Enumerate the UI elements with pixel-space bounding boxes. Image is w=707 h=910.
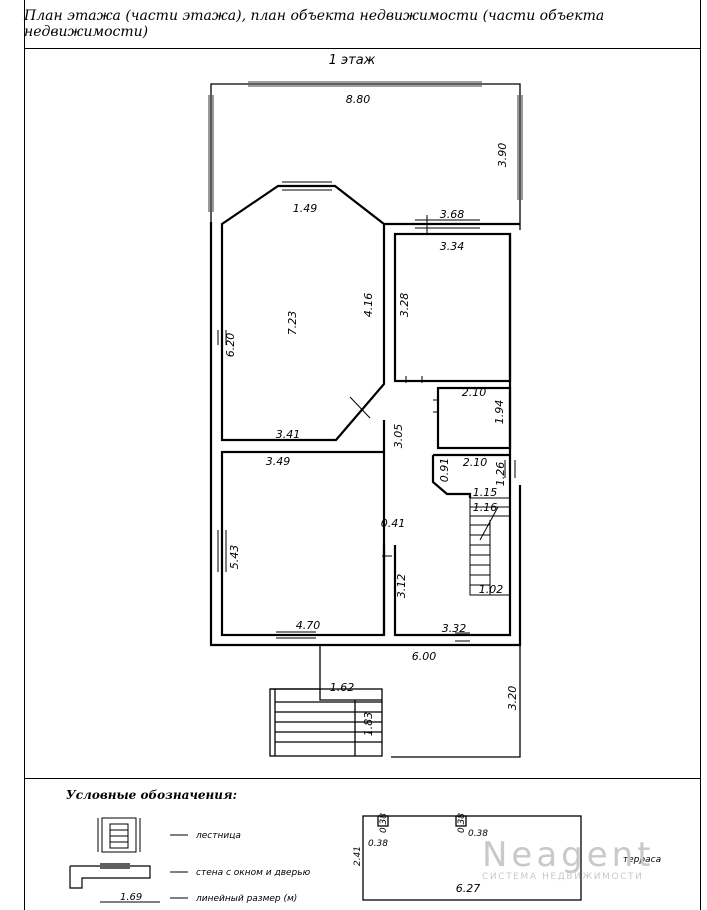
- legend-stairs-label: лестница: [195, 831, 241, 841]
- dim-bay-top: 1.49: [293, 202, 318, 215]
- inset-height: 2.41: [353, 846, 363, 866]
- interior-stairs: [469, 497, 511, 596]
- dim-porch-width: 1.62: [330, 681, 355, 694]
- window-marks: [217, 181, 516, 642]
- legend-wall-label: стена с окном и дверью: [196, 868, 311, 878]
- house-walls: [209, 184, 522, 647]
- inset-col1-side: 0.38: [379, 813, 389, 833]
- inset-col2-side: 0.38: [457, 813, 467, 833]
- watermark-brand: Neagent: [482, 835, 655, 875]
- dim-terrace-depth: 3.20: [506, 686, 519, 711]
- inset-col1: 0.38: [368, 839, 388, 849]
- legend-separator: [24, 778, 701, 779]
- inset-labels: 2.41 0.38 0.38 0.38 0.38 6.27 терраса: [353, 813, 661, 895]
- dim-right-bottom: 3.32: [442, 622, 467, 635]
- terrace-outline: [210, 83, 521, 758]
- dim-stair-bottom: 1.02: [479, 583, 504, 596]
- inset-terrace-label: терраса: [623, 855, 661, 865]
- dim-hall-height: 3.05: [392, 424, 405, 449]
- inset-col2: 0.38: [468, 829, 488, 839]
- terrace-rail-marks: [208, 81, 523, 212]
- frame-left-border: [24, 0, 25, 910]
- dim-main-room-bottom: 4.70: [296, 619, 321, 632]
- dim-bath-left: 0.91: [438, 458, 451, 483]
- dim-small-room-width: 2.10: [462, 386, 487, 399]
- frame-right-border: [700, 0, 701, 910]
- dim-right-room-height: 3.28: [398, 293, 411, 318]
- dim-bay-diag: 4.16: [362, 293, 375, 318]
- dim-left-room-height: 6.20: [224, 333, 237, 358]
- porch-stairs: [269, 688, 383, 757]
- inset-width: 6.27: [456, 882, 481, 895]
- floor-label: 1 этаж: [329, 53, 376, 68]
- dim-right-room-top-outer: 3.68: [440, 208, 465, 221]
- dim-hall-top: 3.49: [266, 455, 291, 468]
- legend-title: Условные обозначения:: [66, 788, 237, 802]
- page-title: План этажа (части этажа), план объекта н…: [24, 0, 701, 49]
- dim-overall-bottom: 6.00: [412, 650, 437, 663]
- dim-partition: 0.41: [381, 517, 406, 530]
- watermark-tagline: СИСТЕМА НЕДВИЖИМОСТИ: [482, 872, 644, 882]
- dim-bath-width: 2.10: [463, 456, 488, 469]
- dim-stair-side: 1.16: [473, 501, 498, 514]
- dim-top-width: 8.80: [346, 93, 371, 106]
- legend-wall-symbol: [69, 863, 151, 889]
- legend-dim-label: линейный размер (м): [195, 894, 297, 904]
- dimension-labels: 8.80 3.90 1.49 3.68 3.34 7.23 6.20 4.16 …: [224, 93, 519, 736]
- inset-terrace-outline: [362, 815, 582, 901]
- dim-main-room-height: 5.43: [228, 545, 241, 570]
- dim-partition-height: 3.12: [395, 574, 408, 599]
- dim-bath-right: 1.26: [494, 462, 507, 487]
- legend-stairs-symbol: [97, 817, 141, 853]
- watermark: Neagent СИСТЕМА НЕДВИЖИМОСТИ: [482, 838, 655, 882]
- legend-dim-sample: 1.69: [120, 892, 142, 903]
- dim-stair-top: 1.15: [473, 486, 498, 499]
- dim-small-room-height: 1.94: [493, 400, 506, 425]
- dim-left-room-length: 7.23: [286, 311, 299, 336]
- dim-right-room-top-inner: 3.34: [440, 240, 465, 253]
- dim-porch-depth: 1.83: [362, 712, 375, 737]
- dim-top-right-depth: 3.90: [496, 143, 509, 168]
- dim-left-room-bottom: 3.41: [276, 428, 301, 441]
